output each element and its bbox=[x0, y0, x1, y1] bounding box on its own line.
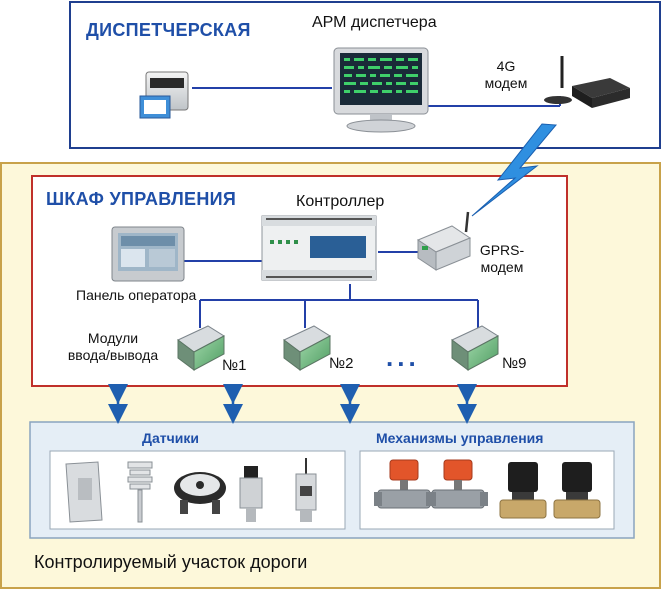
io-module-9-icon bbox=[451, 325, 499, 371]
gprs-modem-icon bbox=[416, 211, 472, 271]
io-modules-label-line1: Модули bbox=[87, 330, 139, 346]
sensors-title: Датчики bbox=[142, 430, 199, 446]
modem-4g-label: 4G модем bbox=[476, 58, 536, 92]
modem-4g-label-line2: модем bbox=[484, 75, 528, 91]
controller-icon bbox=[261, 215, 377, 281]
io-module-2-label: №2 bbox=[329, 355, 354, 372]
io-module-2-icon bbox=[283, 325, 331, 371]
dispatch-title: ДИСПЕТЧЕРСКАЯ bbox=[86, 20, 251, 40]
modem-4g-icon bbox=[544, 56, 630, 108]
arm-label: АРМ диспетчера bbox=[312, 14, 437, 31]
io-module-1-label: №1 bbox=[222, 357, 247, 374]
io-module-9-label: №9 bbox=[502, 355, 527, 372]
controlled-road-label: Контролируемый участок дороги bbox=[34, 552, 308, 572]
pressure-sensor-icon bbox=[174, 472, 226, 514]
solenoid-valve-2-icon bbox=[553, 462, 601, 519]
gprs-modem-label-line2: модем bbox=[480, 259, 524, 275]
io-modules-label: Модули ввода/вывода bbox=[58, 330, 168, 364]
actuated-valve-1-icon bbox=[374, 459, 434, 509]
modem-4g-label-line1: 4G bbox=[496, 58, 516, 74]
controller-label: Контроллер bbox=[296, 193, 385, 210]
wireless-link-icon bbox=[471, 123, 558, 217]
sensor-housing-icon bbox=[65, 461, 103, 523]
level-sensor-icon bbox=[295, 458, 317, 522]
operator-panel-icon bbox=[111, 226, 185, 282]
io-module-ellipsis: ... bbox=[386, 342, 420, 372]
mechanisms-title: Механизмы управления bbox=[376, 430, 544, 446]
pressure-transducer-icon bbox=[239, 466, 263, 522]
io-arrows bbox=[108, 384, 477, 424]
gprs-modem-label-line1: GPRS- bbox=[479, 242, 525, 258]
operator-panel-label: Панель оператора bbox=[76, 287, 197, 303]
weather-sensor-icon bbox=[127, 461, 153, 523]
actuated-valve-2-icon bbox=[428, 459, 488, 509]
io-modules-label-line2: ввода/вывода bbox=[67, 347, 159, 363]
solenoid-valve-1-icon bbox=[499, 462, 547, 519]
cabinet-title: ШКАФ УПРАВЛЕНИЯ bbox=[46, 189, 237, 209]
gprs-modem-label: GPRS- модем bbox=[470, 242, 534, 276]
printer-icon bbox=[139, 71, 189, 119]
monitor-icon bbox=[333, 47, 429, 133]
io-module-1-icon bbox=[177, 325, 225, 371]
